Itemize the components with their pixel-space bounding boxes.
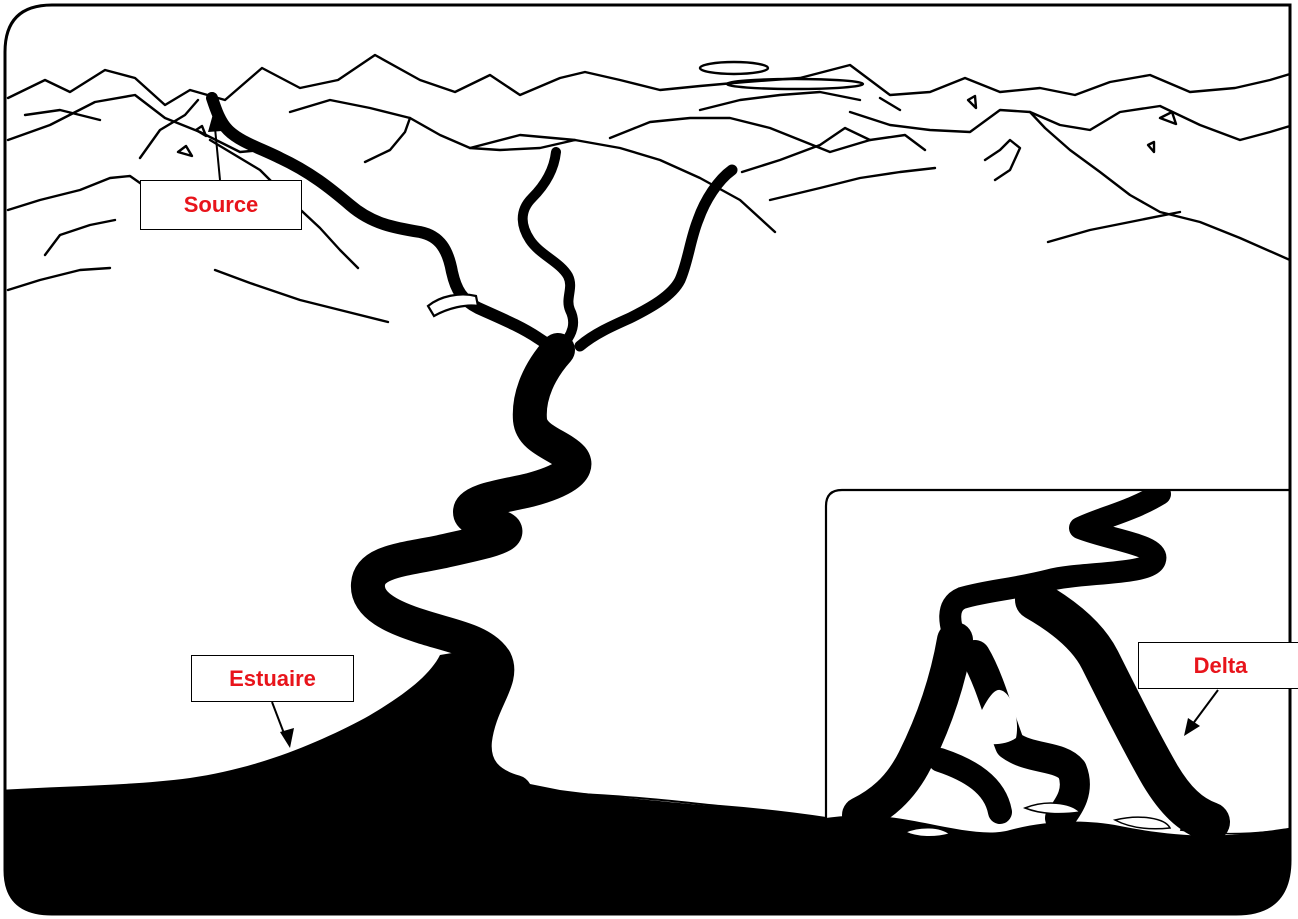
middle-tributary — [523, 152, 573, 348]
right-tributary — [580, 170, 732, 346]
bridge-icon — [428, 294, 478, 316]
estuaire-label-text: Estuaire — [229, 666, 316, 692]
delta-label-text: Delta — [1194, 653, 1248, 679]
coastline — [0, 650, 826, 919]
source-pointer-line — [215, 128, 220, 180]
delta-label: Delta — [1138, 642, 1298, 689]
estuaire-label: Estuaire — [191, 655, 354, 702]
estuaire-pointer-line — [272, 702, 285, 736]
source-label: Source — [140, 180, 302, 230]
source-label-text: Source — [184, 192, 259, 218]
